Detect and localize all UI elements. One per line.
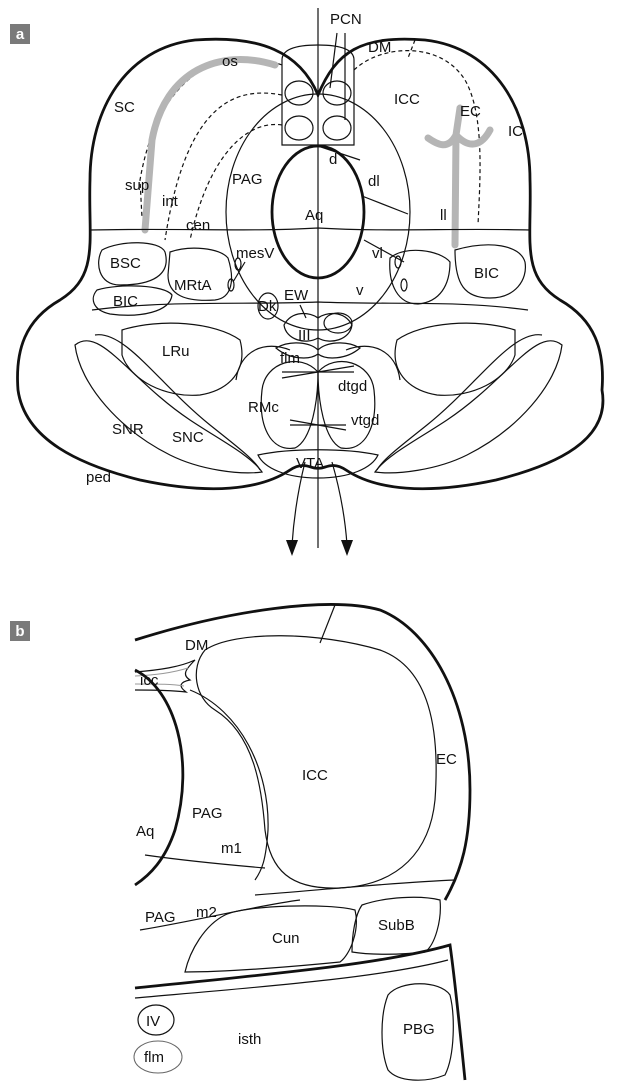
label-ew: EW (284, 287, 309, 304)
ew-leader (300, 305, 306, 318)
label-snc: SNC (172, 429, 204, 446)
label-b-ec: EC (436, 751, 457, 768)
label-pag: PAG (232, 171, 263, 188)
label-snr: SNR (112, 421, 144, 438)
arrow-right-head (341, 540, 353, 556)
label-aq: Aq (305, 207, 323, 224)
label-mesv: mesV (236, 245, 274, 262)
panel-b-label: b (10, 621, 30, 641)
label-b-pag-upper: PAG (192, 805, 223, 822)
snr-right-region (375, 341, 562, 473)
label-dtgd: dtgd (338, 378, 367, 395)
label-vta: VTA (296, 455, 324, 472)
red-nucleus-right (318, 362, 375, 449)
label-lru: LRu (162, 343, 190, 360)
right-small-2 (401, 279, 407, 291)
label-ll: ll (440, 207, 447, 224)
label-icc: ICC (394, 91, 420, 108)
midbrain-outline (17, 39, 602, 489)
dm-tick (408, 40, 415, 58)
label-bsc: BSC (110, 255, 141, 272)
aqueduct-wall (135, 670, 183, 885)
label-b-flm: flm (144, 1049, 164, 1066)
label-cen: cen (186, 217, 210, 234)
label-flm: flm (280, 350, 300, 367)
arrow-left-head (286, 540, 298, 556)
label-b-icc: ICC (302, 767, 328, 784)
label-b-isth: isth (238, 1031, 261, 1048)
label-b-pbg: PBG (403, 1021, 435, 1038)
label-b-m2: m2 (196, 904, 217, 921)
rmc-outer-right (346, 346, 400, 380)
label-b-aq: Aq (136, 823, 154, 840)
label-dl: dl (368, 173, 380, 190)
arrow-right-shaft (332, 462, 347, 545)
panel-a-label: a (10, 24, 30, 44)
label-d: d (329, 151, 337, 168)
label-os: os (222, 53, 238, 70)
arrow-left-shaft (292, 462, 305, 545)
tegmentum-border (92, 302, 528, 310)
label-ec: EC (460, 103, 481, 120)
label-vl: vl (372, 245, 383, 262)
panel-b: DM icc ICC EC Aq PAG m1 PAG m2 Cun SubB … (134, 605, 470, 1081)
pcn-nucleus-ll (285, 116, 313, 140)
ic-gray-y (428, 108, 490, 245)
label-dk: Dk (258, 298, 277, 315)
pcn-nucleus-ru (323, 81, 351, 105)
sc-layer-int (165, 93, 282, 240)
label-dm: DM (368, 39, 391, 56)
label-bic-right: BIC (474, 265, 499, 282)
label-int: int (162, 193, 179, 210)
snr-left-region (75, 341, 262, 473)
tectum-tegmentum-border (90, 228, 530, 230)
label-bic-left: BIC (113, 293, 138, 310)
label-pcn: PCN (330, 11, 362, 28)
dm-icc-divider (320, 605, 335, 643)
label-rmc: RMc (248, 399, 279, 416)
cun-band-top (255, 880, 455, 895)
pcn-leader-1 (330, 33, 337, 88)
pag-sector-d (318, 146, 360, 160)
label-v: v (356, 282, 364, 299)
pcn-nucleus-lu (285, 81, 313, 105)
label-ped: ped (86, 469, 111, 486)
isthmus-border-inner (135, 960, 448, 998)
label-b-subb: SubB (378, 917, 415, 934)
pag-sector-dl (362, 196, 408, 214)
label-b-iv: IV (146, 1013, 160, 1030)
label-sc: SC (114, 99, 135, 116)
label-b-m1: m1 (221, 840, 242, 857)
label-b-dm: DM (185, 637, 208, 654)
label-b-icc-small: icc (140, 672, 159, 689)
snc-right-band (377, 335, 542, 470)
label-ic: IC (508, 123, 523, 140)
label-b-pag-lower: PAG (145, 909, 176, 926)
right-tegmental-region (390, 250, 450, 304)
label-mrta: MRtA (174, 277, 212, 294)
label-sup: sup (125, 177, 149, 194)
label-vtgd: vtgd (351, 412, 379, 429)
pcn-nucleus-lr (323, 116, 351, 140)
label-iii: III (298, 327, 311, 344)
right-small-1 (395, 256, 401, 268)
m1-m2-separator (145, 855, 265, 868)
panel-a: PCN DM os SC ICC EC IC sup int cen PAG d… (17, 8, 602, 556)
pag-sector-vl (364, 240, 404, 262)
label-b-cun: Cun (272, 930, 300, 947)
